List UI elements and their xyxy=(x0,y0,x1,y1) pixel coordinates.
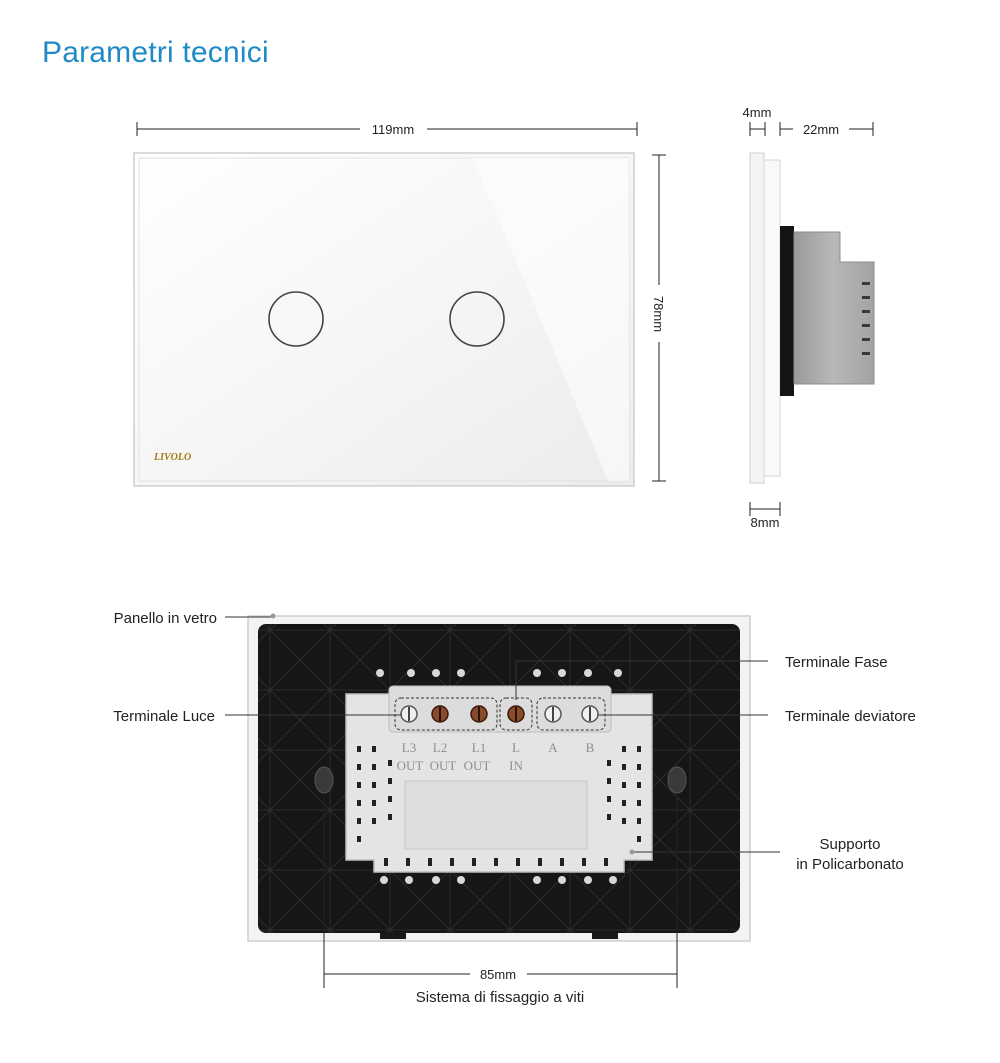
screw-hole-left xyxy=(314,766,334,794)
terminal-label-out-1: OUT xyxy=(397,758,424,773)
touch-button-2 xyxy=(449,291,505,347)
support-label-line2: in Policarbonato xyxy=(796,856,904,873)
terminal-label-out-2: OUT xyxy=(430,758,457,773)
module-vents-back xyxy=(357,746,641,866)
screw-system-label: Sistema di fissaggio a viti xyxy=(416,989,584,1006)
module-vents xyxy=(862,282,870,355)
front-view: 119mm LIVOLO 78mm xyxy=(133,122,666,487)
glass-edge xyxy=(749,152,765,484)
height-dimension xyxy=(652,154,666,482)
glass-thickness-dimension xyxy=(749,122,874,136)
screw-hole-right xyxy=(667,766,687,794)
back-view: L3 L2 L1 L A B OUT OUT OUT IN xyxy=(247,615,751,942)
terminal-label-a: A xyxy=(548,740,558,755)
leader-phase-terminal xyxy=(515,660,768,700)
module-side xyxy=(793,231,875,385)
terminal-screws xyxy=(400,705,599,723)
back-plate-side xyxy=(780,226,794,396)
switch-terminal-label: Terminale deviatore xyxy=(785,708,916,725)
support-label-line1: Supporto xyxy=(820,836,881,853)
terminal-label-in: IN xyxy=(509,758,523,773)
clip-right xyxy=(592,933,618,939)
glass-panel-label: Panello in vetro xyxy=(114,610,217,627)
support-marker xyxy=(629,849,635,855)
plate-edge xyxy=(763,159,781,477)
phase-terminal-label: Terminale Fase xyxy=(785,654,888,671)
terminal-label-l: L xyxy=(512,740,520,755)
clip-left xyxy=(380,933,406,939)
plate-thickness-label: 8mm xyxy=(751,515,780,530)
module-label-area xyxy=(404,780,588,850)
callouts xyxy=(225,616,780,853)
depth-label: 22mm xyxy=(803,122,839,137)
side-view: 4mm 22mm xyxy=(743,105,875,530)
terminal-labels: L3 L2 L1 L A B OUT OUT OUT IN xyxy=(397,740,595,773)
screw-distance-label: 85mm xyxy=(480,967,516,982)
glass-panel-marker xyxy=(270,613,276,619)
glass-thickness-label: 4mm xyxy=(743,105,772,120)
touch-button-1 xyxy=(268,291,324,347)
terminal-label-l2: L2 xyxy=(433,740,447,755)
glass-reflection xyxy=(473,158,629,481)
light-terminal-label: Terminale Luce xyxy=(113,708,215,725)
screw-distance-dimension xyxy=(323,796,678,988)
plate-holes xyxy=(376,669,622,884)
terminal-label-b: B xyxy=(586,740,595,755)
brand-logo: LIVOLO xyxy=(153,452,191,463)
page-title: Parametri tecnici xyxy=(42,36,269,69)
width-label: 119mm xyxy=(372,122,414,137)
plate-thickness-dimension xyxy=(749,502,781,516)
terminal-label-l1: L1 xyxy=(472,740,486,755)
height-label: 78mm xyxy=(651,296,666,332)
width-dimension xyxy=(136,122,638,136)
terminal-label-out-3: OUT xyxy=(464,758,491,773)
terminal-label-l3: L3 xyxy=(402,740,416,755)
